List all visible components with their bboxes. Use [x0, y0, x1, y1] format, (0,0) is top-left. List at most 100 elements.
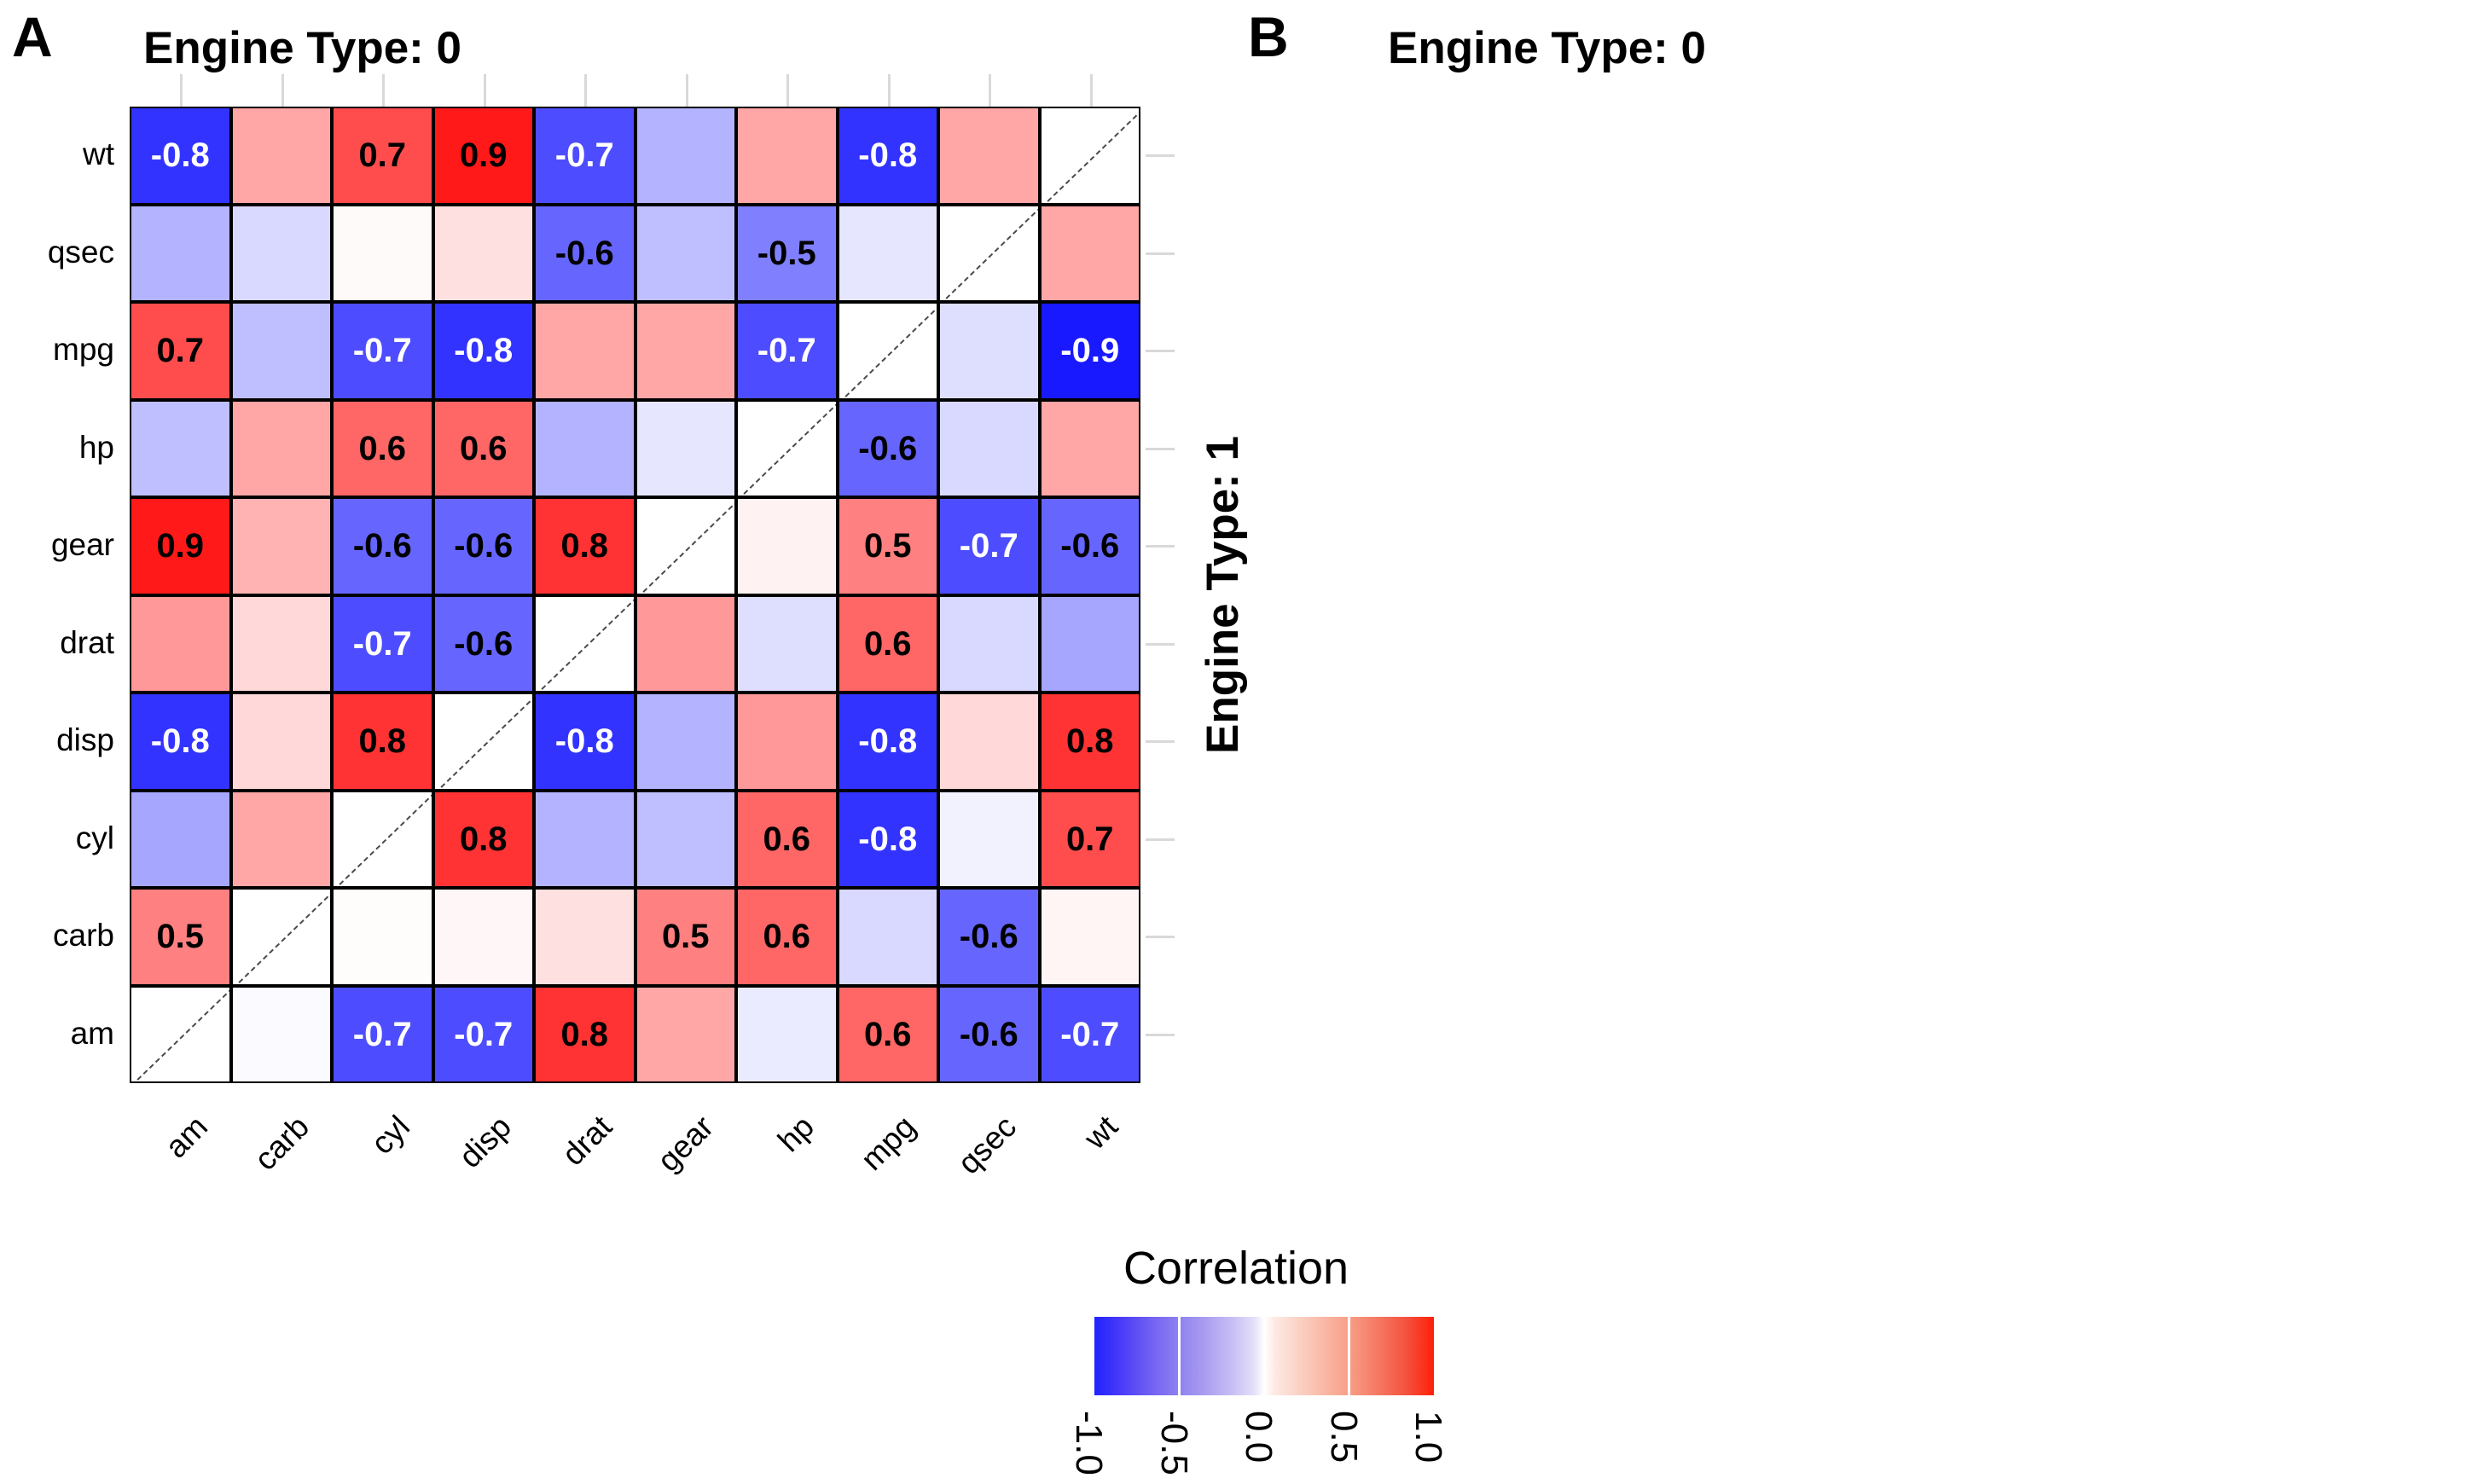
diagonal-dash [232, 890, 331, 984]
diagonal-dash [434, 694, 533, 789]
heatmap-cell: 0.9 [432, 107, 534, 205]
panel-b-letter: B [1248, 5, 1289, 68]
y-axis-label-wt: wt [83, 136, 114, 172]
heatmap-cell [230, 497, 332, 595]
heatmap-cell [230, 204, 332, 302]
heatmap-cell [635, 594, 736, 693]
heatmap-cell [332, 888, 433, 986]
heatmap-cell-value: -0.7 [1060, 1015, 1120, 1053]
heatmap-cell: -0.9 [1039, 302, 1140, 400]
heatmap-cell [432, 888, 534, 986]
heatmap-cell [1039, 399, 1140, 497]
legend-tick-label: -1.0 [1068, 1411, 1110, 1475]
heatmap-cell-value: 0.6 [459, 429, 508, 467]
panel-b: B Engine Type: 0 Engine Type: 1 -0.80.70… [1236, 0, 2472, 1220]
heatmap-cell [736, 497, 838, 595]
heatmap-cell-value: -0.6 [554, 234, 614, 272]
heatmap-cell [837, 888, 938, 986]
heatmap-cell [938, 693, 1040, 791]
heatmap-cell-value: 0.5 [156, 918, 205, 956]
heatmap-cell: -0.8 [432, 302, 534, 400]
panel-a-title: Engine Type: 0 [143, 23, 462, 73]
heatmap-cell: -0.7 [332, 985, 433, 1083]
heatmap-cell-value: 0.6 [763, 918, 811, 956]
heatmap-cell [635, 985, 736, 1083]
heatmap-cell [230, 985, 332, 1083]
heatmap-cell [130, 594, 231, 693]
y-axis-label-hp: hp [78, 429, 114, 465]
heatmap-cell: 0.5 [837, 497, 938, 595]
x-tick-mark-top [685, 74, 688, 107]
heatmap-cell [736, 985, 838, 1083]
x-tick-mark-top [584, 74, 588, 107]
y-axis-label-qsec: qsec [47, 234, 114, 270]
y-tick-mark-right [1146, 1033, 1175, 1036]
heatmap-cell [635, 302, 736, 400]
legend-colorbar [1094, 1317, 1434, 1395]
heatmap-cell-value: -0.6 [454, 527, 514, 565]
x-tick-mark-top [887, 74, 891, 107]
x-tick-mark-top [1089, 74, 1093, 107]
heatmap-cell: 0.8 [332, 693, 433, 791]
y-axis-label-disp: disp [56, 722, 114, 758]
heatmap-cell-value: 0.6 [763, 820, 811, 858]
diagonal-dash [839, 304, 937, 398]
heatmap-cell: 0.6 [837, 985, 938, 1083]
heatmap-cell-diagonal [635, 497, 736, 595]
heatmap-cell: 0.5 [635, 888, 736, 986]
diagonal-dash [636, 499, 735, 594]
legend-tick-label: 0.0 [1238, 1411, 1280, 1464]
x-axis-label-wt: wt [1076, 1109, 1124, 1156]
y-axis-label-carb: carb [53, 918, 114, 954]
heatmap-cell-value: -0.6 [959, 1015, 1018, 1053]
heatmap-cell: -0.8 [837, 107, 938, 205]
heatmap-cell-value: 0.6 [358, 429, 407, 467]
heatmap-cell [130, 790, 231, 888]
heatmap-cell-diagonal [230, 888, 332, 986]
x-axis-label-qsec: qsec [951, 1109, 1024, 1181]
heatmap-cell [332, 204, 433, 302]
heatmap-cell [635, 693, 736, 791]
y-axis-label-drat: drat [60, 624, 114, 660]
diagonal-dash [737, 401, 836, 496]
heatmap-cell [635, 107, 736, 205]
diagonal-dash [1041, 108, 1140, 203]
legend-tick-label: 0.5 [1322, 1411, 1365, 1464]
legend-tick-label: -0.5 [1152, 1411, 1195, 1475]
y-tick-mark-right [1146, 252, 1175, 255]
heatmap-cell-value: -0.7 [959, 527, 1018, 565]
heatmap-cell-value: -0.7 [454, 1015, 514, 1053]
heatmap-cell [1039, 888, 1140, 986]
legend-tick-label: 1.0 [1407, 1411, 1449, 1464]
heatmap-cell-value: -0.8 [150, 722, 210, 761]
heatmap-cell-diagonal [432, 693, 534, 791]
heatmap-cell-value: -0.7 [554, 136, 614, 175]
heatmap-cell-value: 0.8 [560, 527, 609, 565]
heatmap-cell-value: -0.7 [352, 1015, 412, 1053]
x-tick-mark-top [382, 74, 386, 107]
y-tick-mark-right [1146, 350, 1175, 353]
heatmap-cell-value: -0.8 [150, 136, 210, 175]
heatmap-cell: 0.8 [534, 985, 635, 1083]
heatmap-cell-value: 0.5 [863, 527, 912, 565]
heatmap-cell: -0.8 [534, 693, 635, 791]
x-tick-mark-top [989, 74, 992, 107]
heatmap-cell: -0.5 [736, 204, 838, 302]
y-tick-mark-right [1146, 545, 1175, 548]
heatmap-cell [432, 204, 534, 302]
heatmap-cell-value: -0.8 [554, 722, 614, 761]
heatmap-cell-value: -0.8 [858, 820, 918, 858]
heatmap-cell [635, 790, 736, 888]
heatmap-cell [1039, 594, 1140, 693]
heatmap-cell-value: 0.9 [459, 136, 508, 175]
heatmap-cell: -0.6 [938, 985, 1040, 1083]
y-tick-mark-right [1146, 936, 1175, 939]
heatmap-cell-value: -0.5 [757, 234, 816, 272]
heatmap-cell-value: -0.7 [757, 332, 816, 370]
heatmap-cell: -0.8 [837, 790, 938, 888]
heatmap-cell: -0.6 [938, 888, 1040, 986]
heatmap-cell-diagonal [534, 594, 635, 693]
heatmap-cell: -0.6 [534, 204, 635, 302]
